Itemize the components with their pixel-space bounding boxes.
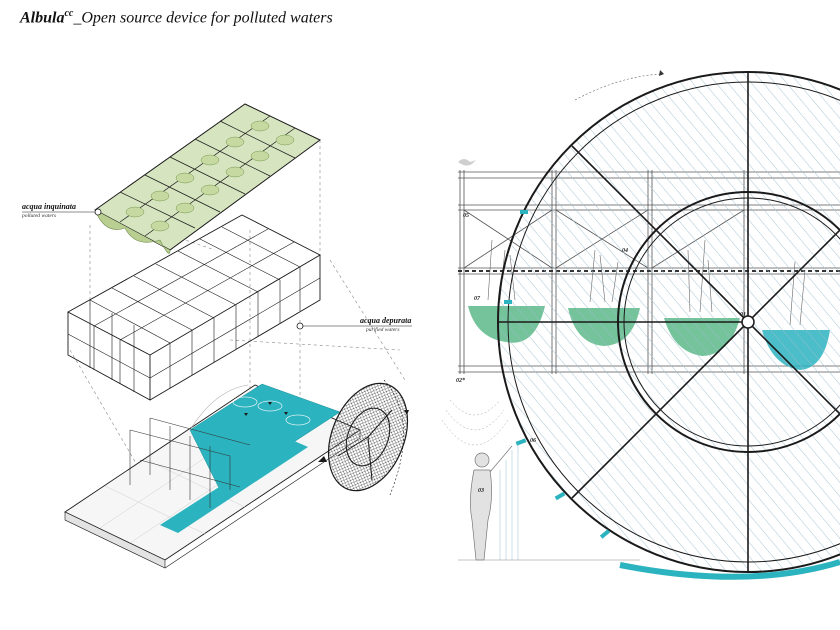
polluted-water-tray	[94, 103, 321, 254]
callout-05: 05	[463, 213, 469, 219]
callout-03: 03	[478, 488, 484, 494]
callout-02: 02*	[456, 377, 466, 384]
title-subtitle: Open source device for polluted waters	[81, 9, 333, 27]
callout-numbers: 01 02* 03 04 05 06 07	[456, 213, 746, 494]
base-platform	[64, 383, 361, 569]
bird-icon	[458, 159, 476, 166]
label-polluted-waters: acqua inquinata polluted waters	[21, 202, 102, 219]
purified-label-main: acqua depurata	[360, 316, 411, 325]
sensor-waves	[441, 399, 509, 446]
axonometric-view: acqua inquinata polluted waters	[21, 103, 412, 569]
plant-frames	[129, 384, 251, 508]
water-wheel	[497, 71, 840, 580]
section-view: 01 02* 03 04 05 06 07	[441, 70, 840, 580]
vertical-hatch-lines	[499, 445, 519, 560]
wheel-disk-axonometric	[318, 379, 409, 496]
callout-01: 01	[740, 312, 746, 318]
title-separator: _	[73, 9, 82, 27]
page-title: Albulacc_Open source device for polluted…	[20, 8, 333, 27]
polluted-label-main: acqua inquinata	[22, 202, 76, 211]
structural-frame	[67, 214, 321, 401]
label-purified-waters: acqua depurata purified waters	[296, 316, 412, 333]
callout-04: 04	[622, 248, 628, 254]
title-superscript: cc	[64, 8, 74, 19]
polluted-label-sub: polluted waters	[21, 213, 56, 219]
callout-07: 07	[474, 296, 481, 302]
purified-label-sub: purified waters	[365, 326, 399, 333]
title-brand: Albula	[20, 9, 65, 27]
callout-06: 06	[530, 438, 536, 444]
projection-lines	[69, 140, 406, 471]
